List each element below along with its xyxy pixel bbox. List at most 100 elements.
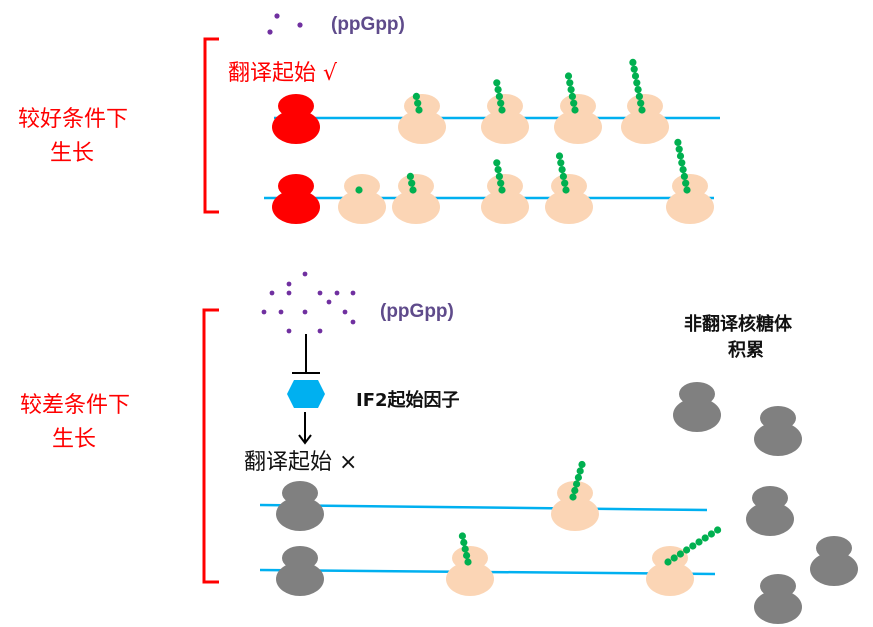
amino-acid-bead: [496, 173, 503, 180]
amino-acid-bead: [556, 152, 563, 159]
amino-acid-bead: [689, 542, 696, 549]
amino-acid-bead: [498, 186, 505, 193]
inhibition-arrow: [292, 334, 320, 373]
top-ppgpp-label: (ppGpp): [331, 14, 405, 35]
stalled-ribosome: [276, 546, 324, 596]
down-arrow-icon: [299, 412, 311, 443]
amino-acid-bead: [638, 106, 645, 113]
amino-acid-bead: [575, 474, 582, 481]
accumulation-label-line2: 积累: [728, 340, 764, 361]
amino-acid-bead: [460, 539, 467, 546]
amino-acid-bead: [708, 530, 715, 537]
ppgpp-dot: [351, 320, 356, 325]
amino-acid-bead: [565, 72, 572, 79]
amino-acid-bead: [695, 538, 702, 545]
amino-acid-bead: [568, 86, 575, 93]
amino-acid-bead: [462, 545, 469, 552]
amino-acid-bead: [677, 152, 684, 159]
amino-acid-bead: [678, 159, 685, 166]
amino-acid-bead: [497, 100, 504, 107]
amino-acid-bead: [683, 546, 690, 553]
amino-acid-bead: [681, 173, 688, 180]
bottom-panel: 较差条件下 生长 (ppGpp) IF2: [20, 272, 858, 624]
amino-acid-bead: [493, 159, 500, 166]
amino-acid-bead: [569, 93, 576, 100]
translating-ribosome: [481, 94, 529, 144]
amino-acid-bead: [573, 480, 580, 487]
top-panel: 较好条件下 生长 (ppGpp) 翻译起始 √: [18, 13, 720, 224]
free-inactive-ribosome: [754, 406, 802, 456]
ppgpp-dot: [267, 29, 272, 34]
amino-acid-bead: [629, 59, 636, 66]
amino-acid-bead: [636, 93, 643, 100]
amino-acid-bead: [631, 66, 638, 73]
top-condition-label-line1: 较好条件下: [18, 107, 128, 132]
ppgpp-dot: [279, 310, 284, 315]
free-inactive-ribosome: [746, 486, 794, 536]
ppgpp-dot: [303, 310, 308, 315]
amino-acid-bead: [355, 186, 362, 193]
amino-acid-bead: [569, 493, 576, 500]
amino-acid-bead: [674, 139, 681, 146]
amino-acid-bead: [664, 558, 671, 565]
amino-acid-bead: [677, 550, 684, 557]
ppgpp-dot: [343, 310, 348, 315]
ppgpp-molecules-high: [262, 272, 356, 334]
bottom-condition-label-line1: 较差条件下: [20, 393, 130, 418]
amino-acid-bead: [557, 159, 564, 166]
amino-acid-bead: [633, 79, 640, 86]
amino-acid-bead: [495, 166, 502, 173]
amino-acid-bead: [680, 166, 687, 173]
amino-acid-bead: [559, 166, 566, 173]
amino-acid-bead: [570, 100, 577, 107]
amino-acid-bead: [493, 79, 500, 86]
stalled-ribosome: [276, 481, 324, 531]
amino-acid-bead: [413, 93, 420, 100]
ppgpp-dot: [287, 329, 292, 334]
bottom-ppgpp-label: (ppGpp): [380, 301, 454, 322]
amino-acid-bead: [714, 526, 721, 533]
if2-hexagon-icon: [287, 380, 325, 408]
ppgpp-dot: [318, 291, 323, 296]
ppgpp-dot: [287, 282, 292, 287]
amino-acid-bead: [676, 146, 683, 153]
ppgpp-dot: [297, 22, 302, 27]
translating-ribosome: [446, 546, 494, 596]
amino-acid-bead: [632, 72, 639, 79]
bottom-bracket: [204, 310, 219, 582]
amino-acid-bead: [637, 100, 644, 107]
ppgpp-dot: [270, 291, 275, 296]
amino-acid-bead: [683, 186, 690, 193]
amino-acid-bead: [571, 487, 578, 494]
accumulation-label-line1: 非翻译核糖体: [684, 313, 793, 335]
amino-acid-bead: [495, 86, 502, 93]
amino-acid-bead: [459, 532, 466, 539]
amino-acid-bead: [407, 173, 414, 180]
nascent-peptide: [664, 526, 721, 565]
bottom-condition-label-line2: 生长: [52, 427, 96, 452]
amino-acid-bead: [408, 180, 415, 187]
amino-acid-bead: [561, 180, 568, 187]
translating-ribosome: [481, 174, 529, 224]
amino-acid-bead: [562, 186, 569, 193]
amino-acid-bead: [578, 461, 585, 468]
mrna-strand: [260, 505, 707, 510]
amino-acid-bead: [463, 552, 470, 559]
amino-acid-bead: [566, 79, 573, 86]
bottom-translation-status: 翻译起始 ×: [244, 450, 357, 475]
ppgpp-dot: [351, 291, 356, 296]
amino-acid-bead: [671, 554, 678, 561]
translating-ribosome: [545, 174, 593, 224]
nascent-peptide: [355, 186, 362, 193]
translating-ribosome: [621, 94, 669, 144]
amino-acid-bead: [560, 173, 567, 180]
translating-ribosome: [554, 94, 602, 144]
translating-ribosome: [666, 174, 714, 224]
amino-acid-bead: [415, 106, 422, 113]
amino-acid-bead: [571, 106, 578, 113]
ppgpp-molecules-low: [267, 13, 302, 34]
free-inactive-ribosome: [754, 574, 802, 624]
amino-acid-bead: [682, 180, 689, 187]
ppgpp-dot: [318, 329, 323, 334]
